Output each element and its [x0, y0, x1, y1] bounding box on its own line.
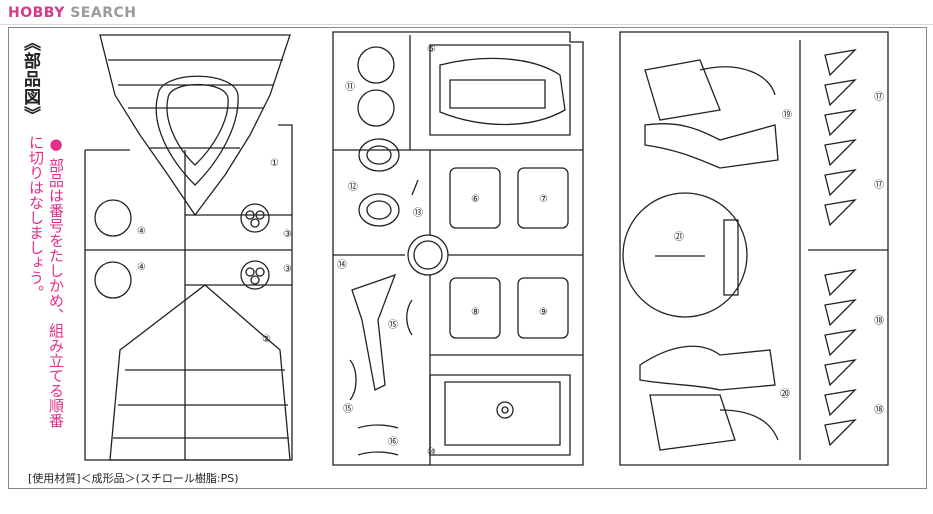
part-17-shapes: [824, 49, 857, 227]
part-4a-shape: [94, 199, 132, 237]
header-bar: HOBBY SEARCH: [0, 0, 933, 24]
part-21-shape: [622, 192, 748, 318]
part-9-shape: [517, 277, 569, 339]
part-11b-shape: [357, 89, 395, 127]
part-3a-shape: [240, 203, 270, 233]
label-part-6: ⑥: [471, 194, 480, 205]
label-part-15b: ⑮: [343, 403, 353, 415]
part-12b-shape: [358, 193, 400, 227]
label-part-20: ⑳: [780, 388, 790, 400]
part-12a-shape: [358, 138, 400, 172]
part-15b-shape: [349, 359, 357, 401]
label-part-18b: ⑱: [874, 404, 884, 416]
logo-hobby-text: HOBBY: [8, 5, 65, 21]
runner-a: [84, 34, 293, 461]
part-7-shape: [517, 167, 569, 229]
label-part-13: ⑬: [413, 207, 423, 219]
part-11a-shape: [357, 46, 395, 84]
part-8-shape: [449, 277, 501, 339]
part-1-shape: [99, 34, 291, 217]
runner-b: [332, 31, 584, 466]
part-10-shape: [429, 374, 571, 456]
label-part-14: ⑭: [337, 259, 347, 271]
label-part-2: ②: [262, 334, 271, 345]
part-16a-shape: [357, 424, 399, 429]
label-part-4a: ④: [137, 226, 146, 237]
part-16b-shape: [357, 451, 399, 456]
label-part-7: ⑦: [539, 194, 548, 205]
label-part-16: ⑯: [388, 436, 398, 448]
logo-search-text: SEARCH: [70, 5, 137, 21]
part-15a-shape: [406, 299, 413, 336]
part-13-shape: [411, 179, 419, 196]
part-2-shape: [109, 284, 291, 461]
part-14-shape: [351, 273, 397, 391]
parts-diagram-title: 《部品図》: [20, 34, 40, 124]
label-part-18a: ⑱: [874, 315, 884, 327]
label-part-4b: ④: [137, 262, 146, 273]
label-part-15a: ⑮: [388, 319, 398, 331]
label-part-17b: ⑰: [874, 179, 884, 191]
part-18-shapes: [824, 269, 857, 447]
part-19a-shape: [644, 59, 721, 121]
part-20a-shape: [639, 345, 776, 391]
hobby-search-logo[interactable]: HOBBY SEARCH: [8, 5, 136, 21]
label-part-3b: ③: [283, 264, 292, 275]
diagram-frame: [8, 27, 927, 489]
label-part-9: ⑨: [539, 307, 548, 318]
label-part-21: ㉑: [674, 231, 684, 243]
label-part-5: ⑤: [427, 44, 436, 55]
label-part-8: ⑧: [471, 307, 480, 318]
part-6-shape: [449, 167, 501, 229]
part-5-shape: [429, 44, 571, 136]
label-part-10: ⑩: [427, 447, 436, 458]
label-part-11: ⑪: [345, 81, 355, 93]
part-3b-shape: [240, 260, 270, 290]
assembly-note: ● 部品は番号をたしかめ、組み立てる順番に切りはなしましょう。: [27, 135, 65, 428]
material-caption: [使用材質]＜成形品＞(スチロール樹脂:PS): [28, 472, 239, 485]
part-19b-shape: [644, 123, 779, 169]
label-part-17a: ⑰: [874, 91, 884, 103]
label-part-1: ①: [270, 158, 279, 169]
label-part-19: ⑲: [782, 109, 792, 121]
header-divider: [0, 24, 933, 25]
label-part-12: ⑫: [348, 181, 358, 193]
part-4b-shape: [94, 261, 132, 299]
runner-c: [619, 31, 889, 466]
part-20b-shape: [649, 394, 736, 451]
label-part-3a: ③: [283, 229, 292, 240]
